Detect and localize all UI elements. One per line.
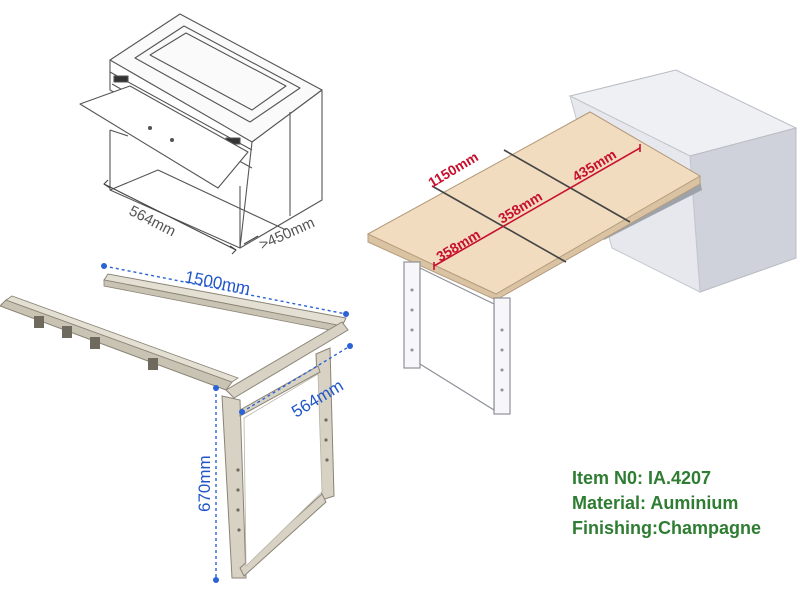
table-render [366, 69, 798, 415]
item-number: Item N0: IA.4207 [572, 468, 712, 488]
finishing: Finishing:Champagne [572, 518, 761, 538]
cabinet-sketch [79, 13, 323, 255]
frame-diagram [0, 263, 353, 583]
table-top [366, 111, 701, 295]
product-spec: Item N0: IA.4207 Material: Auminium Fini… [572, 466, 761, 541]
frame-height-label: 670mm [195, 455, 214, 512]
material: Material: Auminium [572, 493, 739, 513]
